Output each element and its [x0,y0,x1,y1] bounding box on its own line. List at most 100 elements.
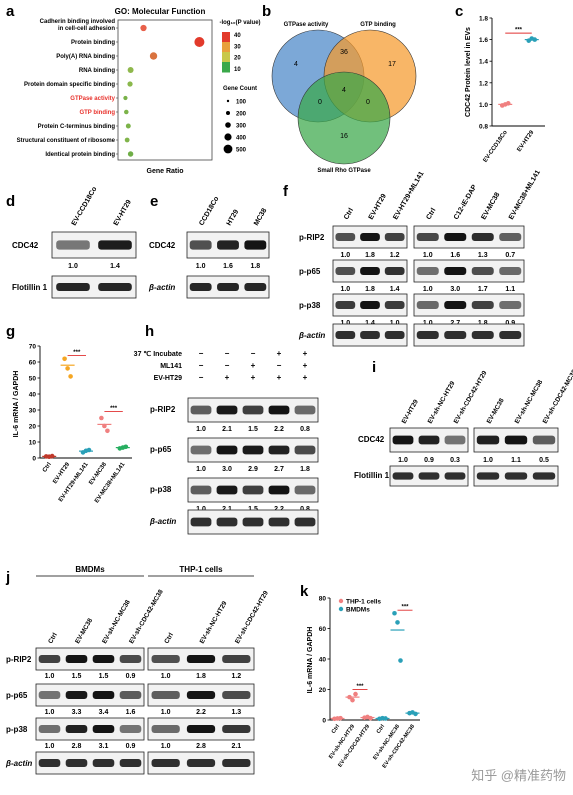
blot-value: 0.9 [424,457,434,464]
lane-label: MC38 [253,207,268,227]
blot-band [216,517,238,527]
panel-k: k020406080CtrlEV-sh-NC-HT29EV-sh-CDC42-H… [300,583,420,769]
blot-band [418,435,440,445]
size-legend-label: 400 [236,136,247,142]
lane-label: Ctrl [343,207,355,221]
blot-row-label: β-actin [5,759,32,768]
panel-letter: k [300,583,309,600]
blot-band [65,655,88,663]
condition-mark: + [303,361,308,370]
blot-band [92,655,115,663]
lane-label: EV-sh-NC-HT29 [427,380,457,425]
blot-value: 2.2 [274,506,284,513]
group-label: THP-1 cells [179,565,223,574]
panel-letter: c [455,3,463,20]
blot-value: 3.0 [450,286,460,293]
blot-band [444,472,466,480]
blot-right [413,225,525,249]
blot-band [222,691,251,699]
legend-swatch [338,598,344,604]
blot-band [190,405,212,415]
blot-value: 1.2 [231,673,241,680]
blot-band [38,759,61,767]
blot-value: 1.7 [478,286,488,293]
panel-letter: h [145,323,154,340]
blot-band [532,435,556,445]
blot-band [56,240,90,250]
blot-value: 0.7 [505,252,515,259]
blot-band [416,301,439,309]
blot-band [268,517,290,527]
blot-band [38,725,61,733]
size-legend-label: 100 [236,100,247,106]
blot-value: 0.5 [539,457,549,464]
blot-value: 2.1 [222,506,232,513]
blot-band [119,759,142,767]
blot-band [335,301,356,309]
blot-value: 1.0 [423,286,433,293]
blot-value: 2.2 [274,426,284,433]
blot-band [119,691,142,699]
condition-mark: + [251,361,256,370]
y-tick-label: 1.0 [479,102,488,109]
blot-band [38,655,61,663]
blot-band [242,445,264,455]
blot-value: 1.8 [196,673,206,680]
blot-left [35,647,145,671]
condition-mark: − [225,349,230,358]
blot-left [35,717,145,741]
panel-letter: f [283,183,289,200]
venn-set-label: Small Rho GTPase [317,168,371,174]
colorbar-tick: 40 [234,33,241,39]
data-point [99,415,104,421]
blot-band [384,331,405,339]
data-point [413,711,418,717]
blot-row-label: p-p65 [6,691,28,700]
lane-label: EV-HT29+ML141 [392,170,425,221]
blot-band [360,301,380,309]
blot-value: 1.6 [126,709,136,716]
y-tick-label: 0.8 [479,124,488,131]
colorbar-segment [222,52,230,63]
blot-band [151,655,180,663]
go-term-label: Protein C-terminus binding [38,124,116,130]
colorbar-tick: 10 [234,67,241,73]
blot-band [189,240,212,250]
condition-mark: + [251,373,256,382]
blot-band [392,472,414,480]
significance-stars: *** [401,605,409,611]
blot-row-label: CDC42 [149,241,176,250]
size-legend-label: 200 [236,112,247,118]
blot-value: 1.0 [196,426,206,433]
blot-value: 0.8 [300,426,310,433]
blot-value: 2.9 [248,466,258,473]
blot-band [444,267,467,275]
blot-value: 3.4 [99,709,109,716]
blot-value: 1.4 [365,320,375,327]
condition-mark: − [199,349,204,358]
blot-band [92,691,115,699]
go-term-label: Protein domain specific binding [24,82,115,88]
y-axis-label: CDC42 Protein level in EVs [465,27,472,117]
venn-count: 4 [294,61,298,68]
colorbar-tick: 20 [234,56,241,62]
blot-band [151,759,180,767]
blot-band [92,759,115,767]
venn-count: 16 [340,133,348,140]
blot-band [499,301,522,309]
blot-value: 1.0 [398,457,408,464]
blot-band [335,233,356,241]
y-tick-label: 60 [29,360,37,367]
blot-band [294,405,316,415]
panel-letter: b [262,3,271,20]
size-legend-dot [225,122,231,128]
size-legend-label: 300 [236,124,247,130]
y-tick-label: 20 [29,424,37,431]
blot-band [190,445,212,455]
blot-band [471,301,494,309]
blot-row-label: CDC42 [12,241,39,250]
blot-band [335,331,356,339]
lane-label: EV-HT29 [401,398,420,425]
blot-value: 1.5 [99,673,109,680]
